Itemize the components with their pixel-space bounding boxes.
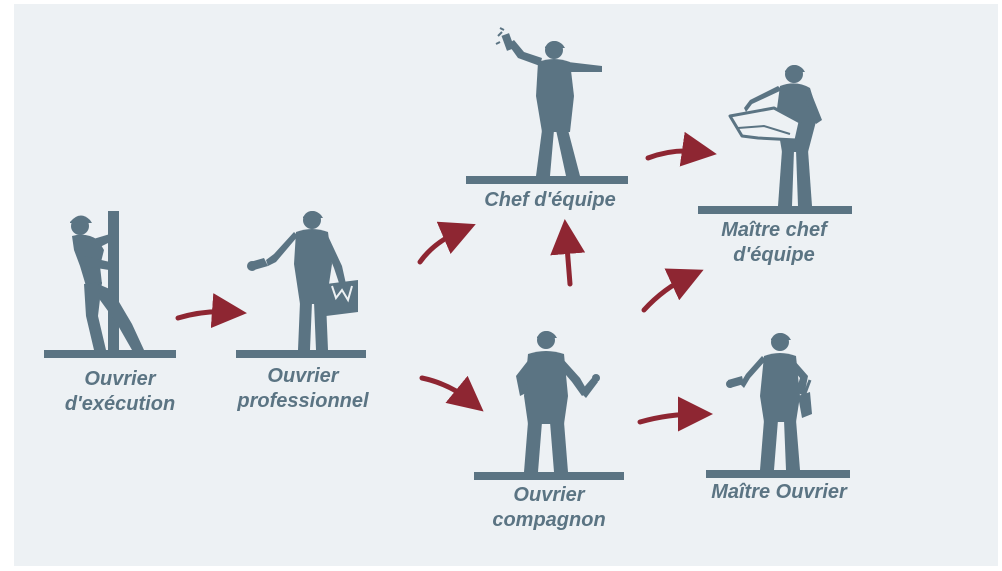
label-ouvrier-execution: Ouvrier d'exécution — [45, 367, 195, 417]
label-chef-equipe: Chef d'équipe — [460, 188, 640, 213]
label-maitre-chef-equipe: Maître chef d'équipe — [699, 218, 849, 268]
arrow-professionnel-to-compagnon — [419, 375, 484, 412]
label-ouvrier-compagnon: Ouvrier compagnon — [469, 483, 629, 533]
arrow-compagnon-to-maitre-ouvrier — [637, 396, 713, 432]
arrow-compagnon-to-chef — [550, 219, 586, 287]
figure-maitre-chef-equipe — [698, 64, 852, 214]
ground-line — [474, 472, 624, 480]
arrow-execution-to-professionnel — [175, 293, 247, 329]
label-line: Ouvrier — [513, 484, 585, 506]
figure-chef-equipe — [466, 27, 628, 184]
label-ouvrier-professionnel: Ouvrier professionnel — [223, 364, 383, 414]
ground-line — [706, 470, 850, 478]
figure-ouvrier-compagnon — [474, 330, 624, 480]
label-line: Maître chef — [721, 219, 827, 241]
label-line: Maître Ouvrier — [711, 481, 847, 503]
label-line: Ouvrier — [267, 365, 339, 387]
label-maitre-ouvrier: Maître Ouvrier — [684, 480, 874, 505]
arrow-professionnel-to-chef — [417, 221, 476, 265]
figure-ouvrier-professionnel — [236, 210, 366, 358]
figure-ouvrier-execution — [44, 211, 176, 358]
arrow-compagnon-to-maitre-chef — [641, 268, 704, 313]
arrow-chef-to-maitre-chef — [645, 131, 717, 167]
label-line: d'exécution — [64, 393, 176, 415]
label-line: d'équipe — [733, 244, 815, 266]
label-line: professionnel — [237, 390, 369, 412]
diagram-artwork — [44, 27, 852, 480]
label-line: compagnon — [492, 509, 606, 531]
ground-line — [698, 206, 852, 214]
arrows — [175, 131, 717, 432]
ground-line — [466, 176, 628, 184]
label-line: Ouvrier — [84, 368, 156, 390]
ground-line — [44, 350, 176, 358]
career-diagram: Ouvrier d'exécution Ouvrier professionne… — [14, 4, 998, 566]
figure-maitre-ouvrier — [706, 332, 850, 478]
label-line: Chef d'équipe — [484, 189, 616, 211]
ground-line — [236, 350, 366, 358]
